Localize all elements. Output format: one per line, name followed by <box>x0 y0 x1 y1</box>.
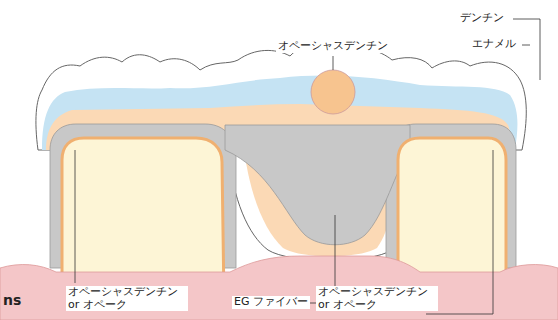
part-label: オペーシャスデンチン or オペーク <box>316 286 438 311</box>
part-label: デンチン <box>458 12 506 25</box>
part-label: EG ファイバー <box>232 296 310 309</box>
part-label: オペーシャスデンチン or オペーク <box>66 286 188 311</box>
part-label: オペーシャスデンチン <box>276 40 390 53</box>
part-label: エナメル <box>470 38 518 51</box>
cut-text: ns <box>1 292 23 308</box>
